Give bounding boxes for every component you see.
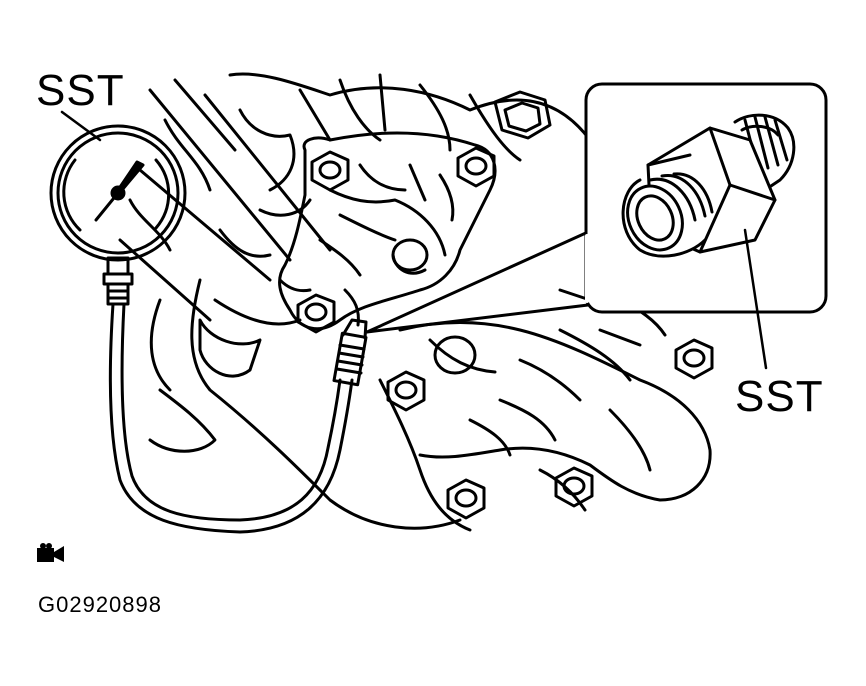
gauge-sst-label: SST xyxy=(36,66,125,115)
lower-housing xyxy=(380,290,712,530)
detail-callout xyxy=(367,84,826,332)
hose-connector xyxy=(334,320,366,385)
housing-bolt xyxy=(676,340,712,378)
flange-bolt xyxy=(458,148,494,186)
housing-bolt xyxy=(448,480,484,518)
figure-code: G02920898 xyxy=(38,592,162,617)
sst-fitting xyxy=(617,115,793,259)
housing-bolt xyxy=(388,372,424,410)
leader-lines xyxy=(62,112,766,368)
camera-icon xyxy=(37,543,64,562)
housing-bolt xyxy=(556,468,592,506)
oil-pressure-gauge xyxy=(51,126,185,304)
engine-block xyxy=(120,74,590,528)
oil-pump-housing xyxy=(280,133,495,332)
fitting-sst-label: SST xyxy=(735,372,824,421)
flange-bolt xyxy=(298,295,334,332)
flange-bolt xyxy=(312,152,348,190)
gauge-hose xyxy=(110,304,352,532)
